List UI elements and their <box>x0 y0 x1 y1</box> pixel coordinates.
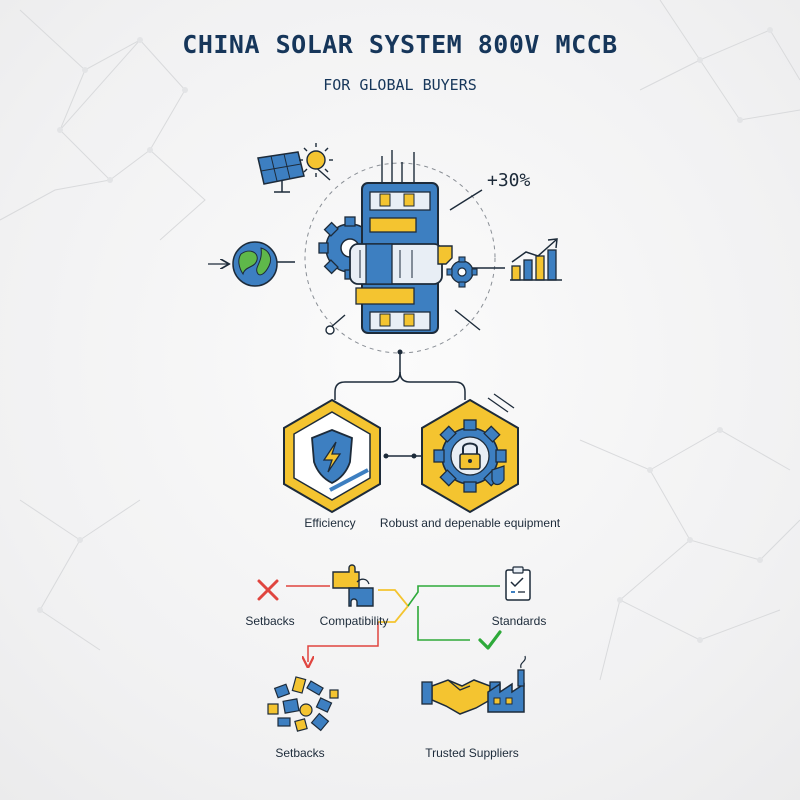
padlock-gear-icon <box>433 419 507 493</box>
growth-stat: +30% <box>487 170 531 191</box>
factory-icon <box>487 655 526 713</box>
x-mark-icon <box>257 579 279 601</box>
setbacks-bottom-label: Setbacks <box>275 746 325 760</box>
efficiency-hexagon <box>283 398 381 514</box>
checklist-icon <box>505 566 531 601</box>
page-title: CHINA SOLAR SYSTEM 800V MCCB <box>182 30 618 59</box>
robust-hexagon <box>421 398 519 514</box>
puzzle-icon <box>332 564 374 607</box>
compatibility-label: Compatibility <box>319 614 389 628</box>
gear-icon <box>446 256 478 288</box>
checkmark-icon <box>478 630 502 650</box>
branch-connector <box>334 352 466 400</box>
page-subtitle: FOR GLOBAL BUYERS <box>323 76 477 94</box>
solar-panel-icon <box>257 151 305 193</box>
efficiency-label: Efficiency <box>304 516 356 530</box>
robust-equipment-label: Robust and depenable equipment <box>379 516 561 530</box>
trusted-suppliers-label: Trusted Suppliers <box>425 746 519 760</box>
supplier-link <box>417 606 470 641</box>
setbacks-top-label: Setbacks <box>245 614 295 628</box>
hub-ring <box>304 162 496 354</box>
growth-chart-icon <box>510 238 562 281</box>
scattered-parts-icon <box>267 676 339 732</box>
shield-bolt-icon <box>311 429 353 485</box>
globe-icon <box>232 241 278 287</box>
breaker-icon <box>318 150 478 334</box>
failure-arrow <box>308 622 379 662</box>
sun-icon <box>299 143 333 177</box>
connector-node <box>325 325 335 335</box>
standards-link <box>407 585 500 607</box>
standards-label: Standards <box>491 614 547 628</box>
